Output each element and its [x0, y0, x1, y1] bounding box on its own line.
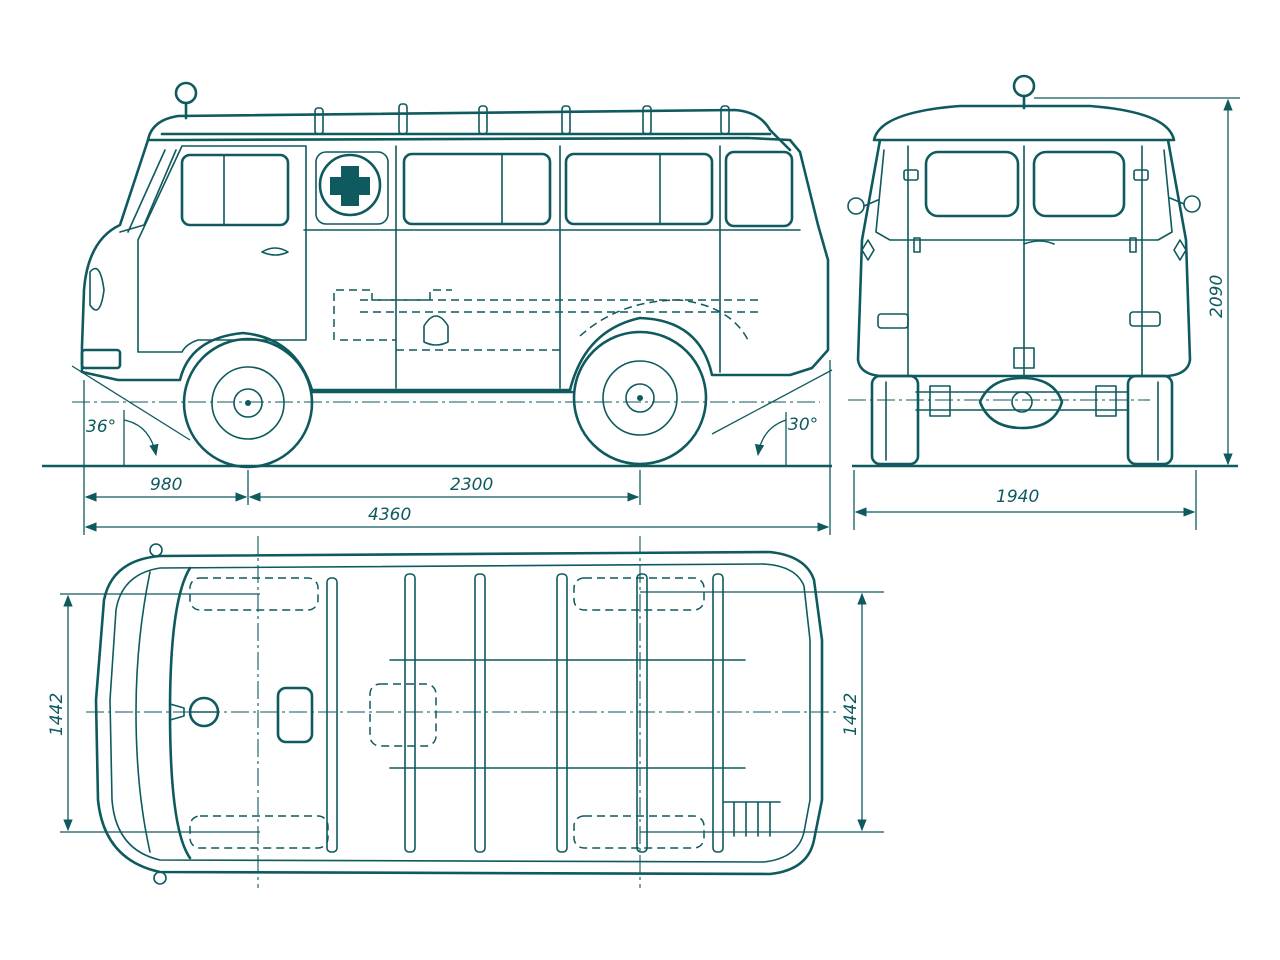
hidden-frame-rail — [340, 299, 760, 341]
differential — [978, 376, 1064, 430]
rear-window-left — [924, 150, 1020, 218]
front-overhang-label: 980 — [150, 475, 182, 495]
front-bumper — [80, 348, 122, 370]
top-windshield — [168, 566, 192, 860]
wheelbase-label: 2300 — [450, 475, 493, 495]
side-body-outline — [80, 136, 830, 392]
rear-roof-beacon — [1012, 74, 1036, 110]
top-width-label-right: 1442 — [841, 693, 861, 736]
track-width-label: 1940 — [996, 487, 1039, 507]
roof-hatch — [276, 686, 314, 744]
overall-height-label: 2090 — [1207, 275, 1227, 318]
roof — [146, 108, 792, 152]
approach-angle-line — [71, 365, 191, 441]
windshield — [119, 149, 177, 233]
front-wheel — [182, 337, 314, 469]
rear-view: 1940 2090 — [847, 74, 1240, 530]
hidden-fuel-tank — [333, 289, 452, 340]
rear-roof — [872, 104, 1176, 142]
side-window-1 — [402, 152, 552, 226]
cab-door-handle — [261, 247, 289, 256]
cab-window — [180, 153, 290, 227]
departure-angle-label: 30° — [788, 415, 818, 435]
cross-icon — [330, 166, 370, 206]
medical-window — [318, 153, 382, 217]
rear-door-handle — [1023, 240, 1055, 245]
side-window-3 — [724, 150, 794, 228]
rear-wheel — [572, 330, 708, 466]
roof-beacon — [174, 81, 198, 120]
overall-length-label: 4360 — [368, 505, 411, 525]
mirror-right — [1169, 195, 1201, 213]
headlight — [89, 267, 105, 311]
fuel-cap — [423, 315, 449, 346]
hidden-rear-arch — [579, 299, 749, 341]
top-roof-rack — [326, 573, 746, 853]
rear-axle — [915, 376, 1129, 430]
approach-angle-label: 36° — [86, 417, 116, 437]
rear-vents — [723, 801, 781, 837]
top-width-label-left: 1442 — [47, 693, 67, 736]
side-view: 36° 30° 980 2300 4360 — [42, 81, 833, 535]
top-view: 1442 1442 — [47, 536, 884, 888]
rear-window-right — [1032, 150, 1126, 218]
tail-light-right — [1129, 311, 1161, 327]
tail-light-left — [877, 313, 909, 329]
mirror-left — [847, 197, 879, 215]
departure-angle-line — [711, 369, 833, 435]
roof-rack-posts — [314, 103, 730, 135]
rear-wheel-left — [870, 374, 920, 466]
rear-wheel-right — [1126, 374, 1174, 466]
side-window-2 — [564, 152, 714, 226]
